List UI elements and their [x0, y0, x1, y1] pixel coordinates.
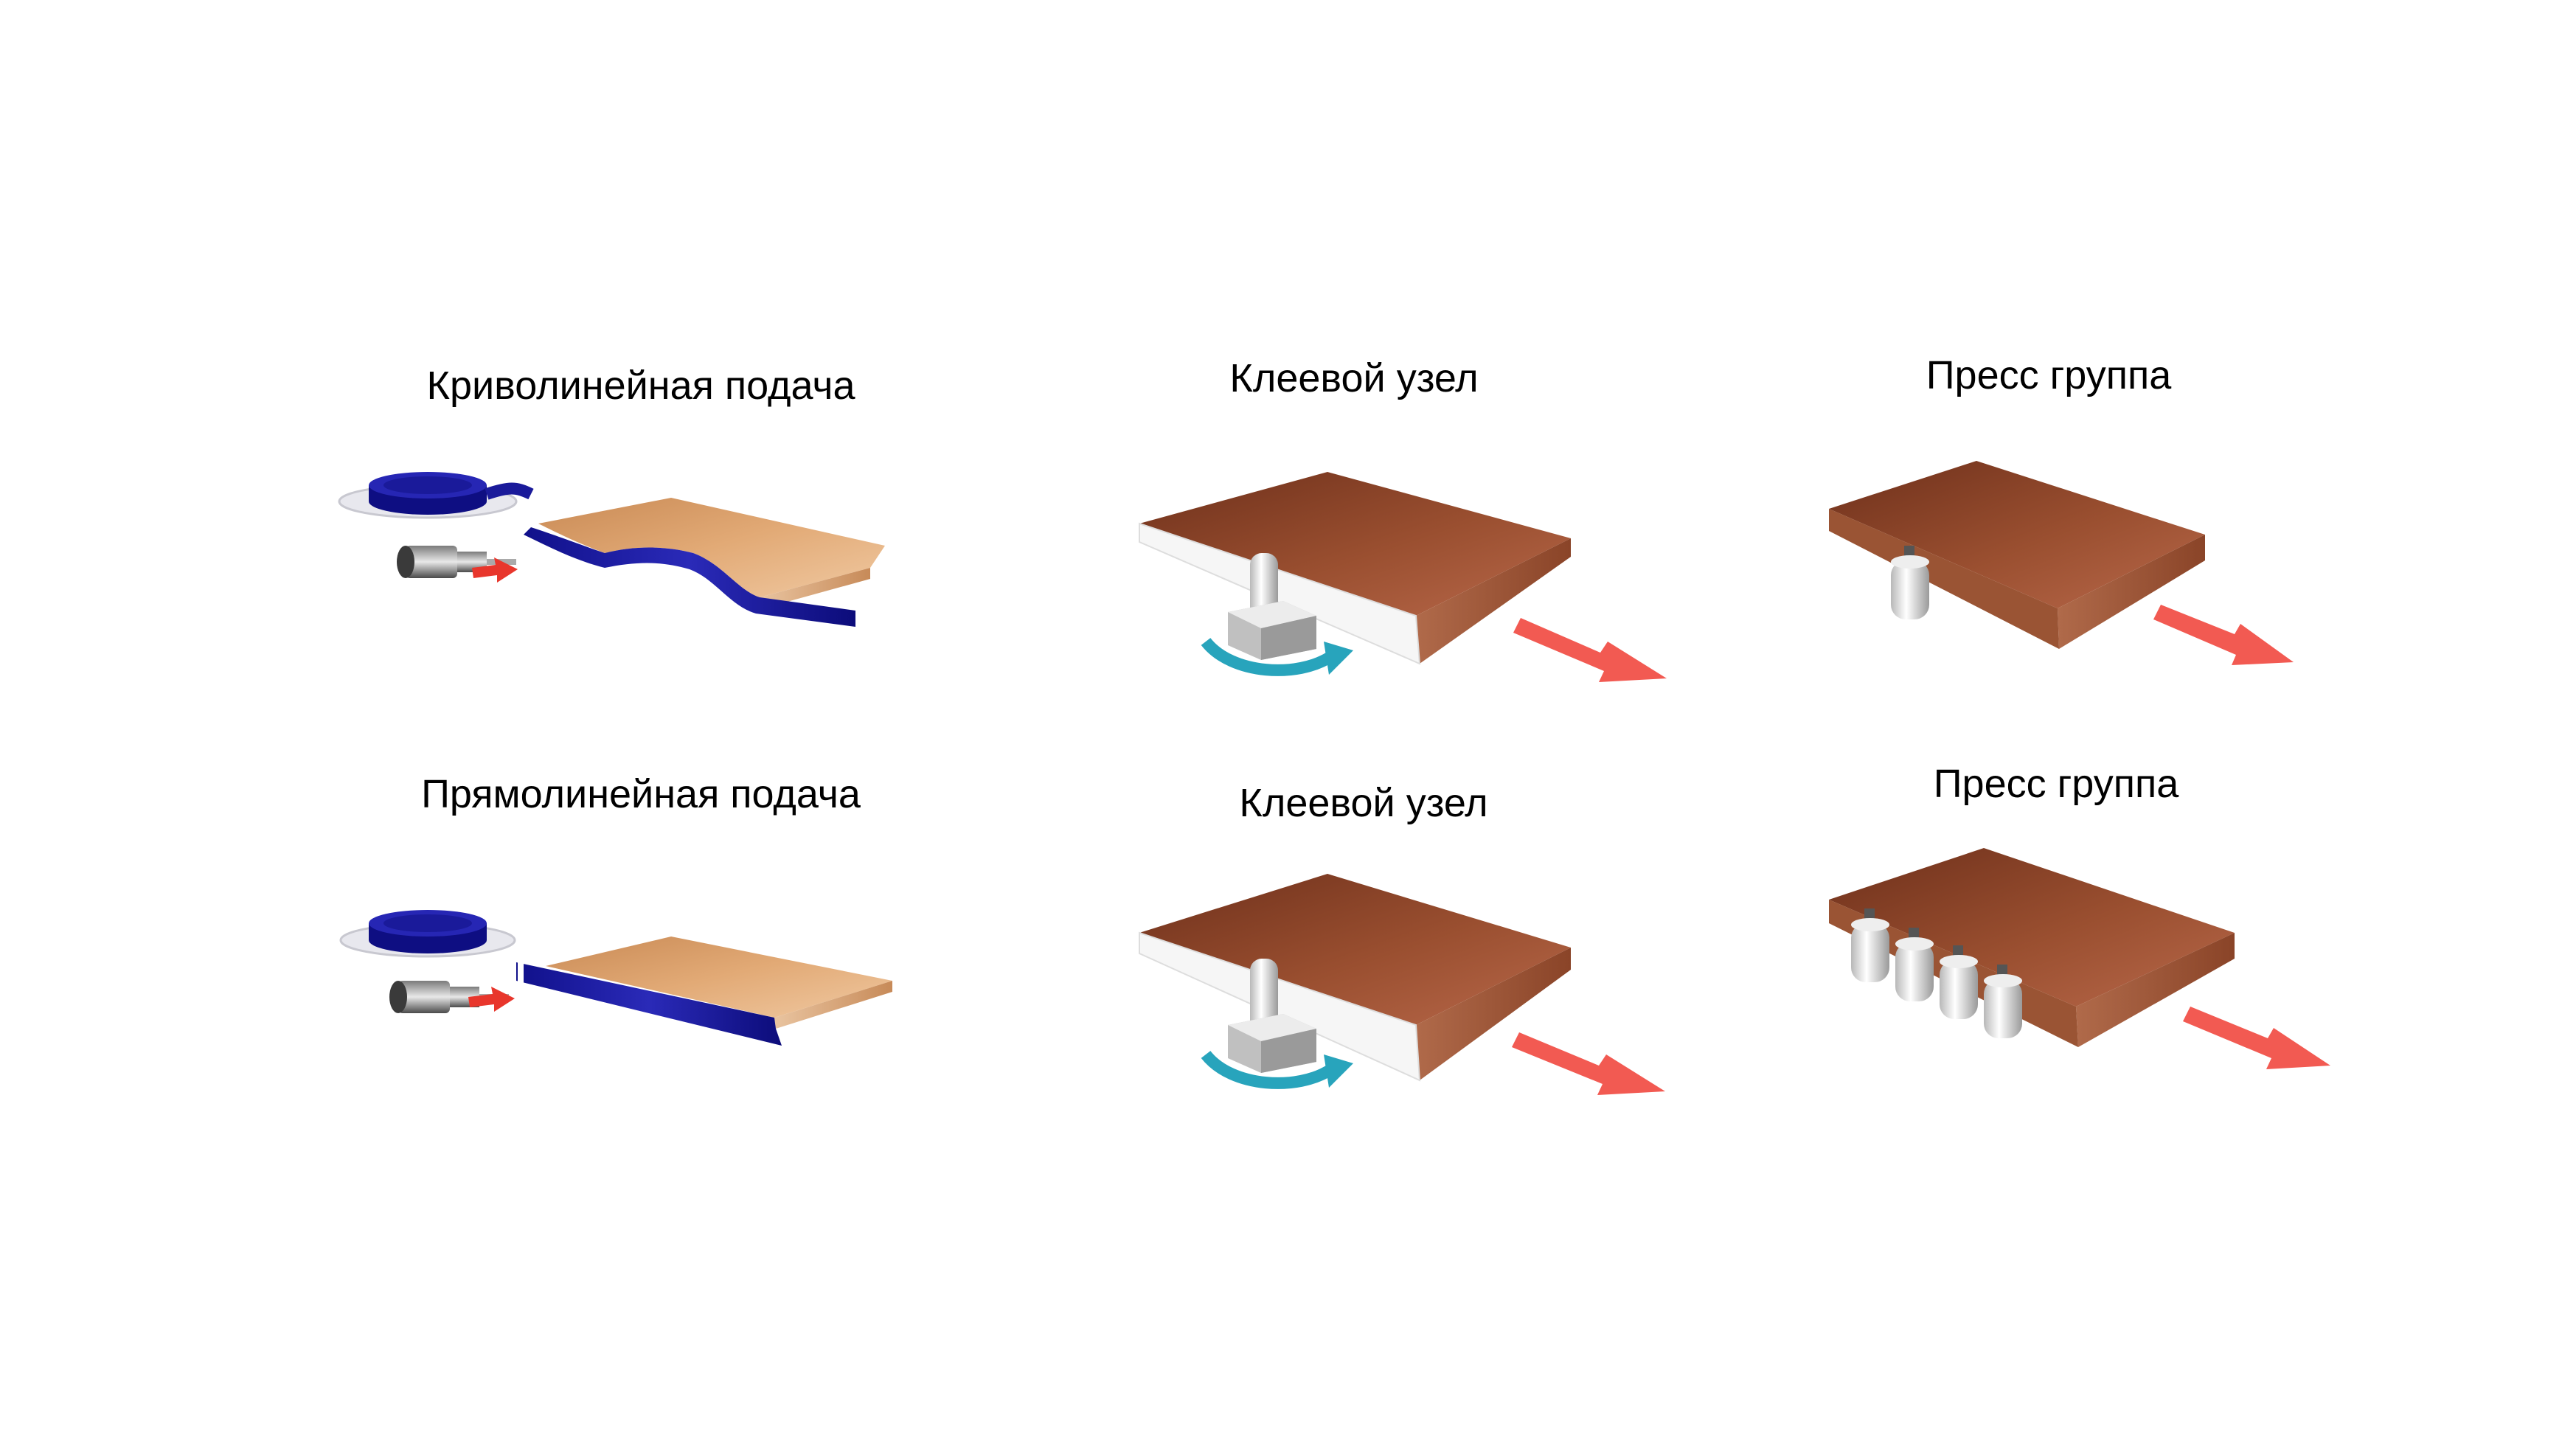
glue-unit-illustration — [1136, 457, 1681, 693]
edge-band-roll-icon — [339, 472, 531, 518]
glue-unit-title-2: Клеевой узел — [1239, 783, 1487, 823]
dark-wood-panel — [1139, 874, 1571, 1080]
motion-arrow-icon — [2183, 1007, 2330, 1069]
edge-band-roll-icon — [341, 910, 515, 956]
motion-arrow-icon — [1513, 618, 1667, 682]
motion-arrow-icon — [2153, 605, 2294, 665]
press-group-title-2: Пресс группа — [1934, 764, 2179, 804]
straight-feed-illustration — [324, 870, 914, 1077]
curved-feed-title: Криволинейная подача — [427, 366, 855, 406]
press-group-title: Пресс группа — [1926, 355, 2172, 395]
glue-unit-title: Клеевой узел — [1229, 358, 1478, 398]
dark-wood-panel — [1139, 472, 1571, 664]
press-group-illustration — [1822, 450, 2308, 686]
dark-wood-panel — [1829, 461, 2205, 649]
glue-unit-illustration-2 — [1136, 866, 1681, 1110]
motion-arrow-icon — [1512, 1032, 1665, 1095]
dark-wood-panel — [1829, 848, 2235, 1047]
straight-feed-title: Прямолинейная подача — [421, 774, 861, 814]
curved-feed-illustration — [324, 442, 914, 634]
press-group-illustration-2 — [1822, 841, 2338, 1091]
